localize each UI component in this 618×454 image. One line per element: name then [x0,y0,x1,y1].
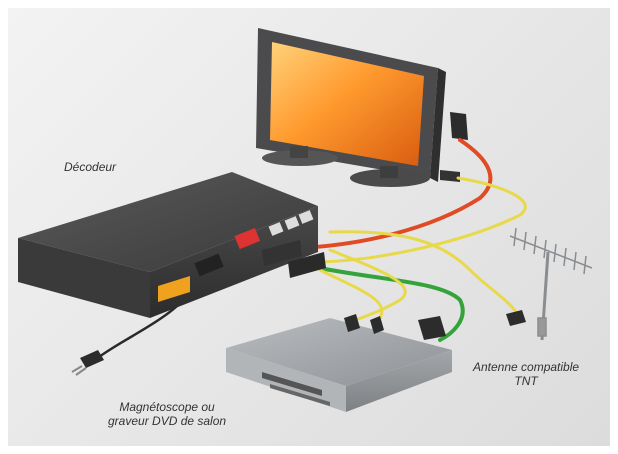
yellow-cable-recorder [328,248,407,324]
recorder-label-line1: Magnétoscope ou [119,400,215,414]
red-cable [298,138,493,250]
cables [93,138,527,362]
recorder-label: Magnétoscope ou graveur DVD de salon [108,400,226,428]
scart-connector [262,240,302,266]
television [256,28,468,187]
recorder-box [226,314,452,412]
decoder-label-plate [158,276,190,302]
antenna-label-line1: Antenne compatible [473,360,580,374]
yellow-cable-antenna [328,230,522,320]
yellow-cable-recorder-2 [318,268,384,320]
green-cable [298,262,465,342]
power-plug [71,350,104,376]
antenna-plug [506,310,526,326]
antenna-label: Antenne compatible TNT [473,360,579,388]
decoder-box [18,172,326,318]
antenna [509,227,593,341]
yellow-cable-tv [308,176,527,264]
antenna-label-line2: TNT [514,374,538,388]
tv-screen [270,42,424,166]
recorder-label-line2: graveur DVD de salon [108,414,227,428]
recorder-scart-plug [418,316,446,340]
decoder-label: Décodeur [64,160,117,174]
